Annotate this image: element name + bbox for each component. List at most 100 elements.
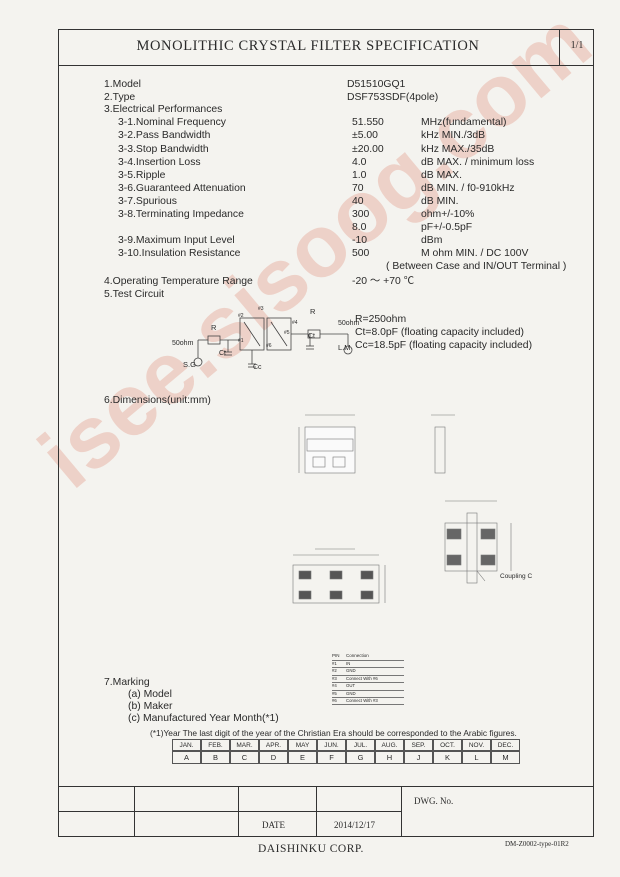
mark-a: (a) Model [128,689,172,700]
code-row: A B C D E F G H J K L M [172,751,520,764]
code-cell: J [404,751,433,764]
test-label: 5.Test Circuit [104,289,165,300]
p8-val: 300 [352,209,370,220]
p10-unit: M ohm MIN. / DC 100V [421,248,529,259]
dim-label: 6.Dimensions(unit:mm) [104,395,211,406]
code-cell: H [375,751,404,764]
p8b-unit: pF+/-0.5pF [421,222,473,233]
p3-unit: kHz MAX./35dB [421,144,495,155]
p7-val: 40 [352,196,364,207]
circuit-pin4: #4 [292,320,298,326]
month-cell: FEB. [201,739,230,751]
month-row: JAN. FEB. MAR. APR. MAY JUN. JUL. AUG. S… [172,739,520,751]
ct-note: Ct=8.0pF (floating capacity included) [355,327,524,338]
circuit-src-ohm: 50ohm [172,340,194,347]
circuit-r-right: R [310,307,316,316]
marking-label: 7.Marking [104,677,150,688]
month-cell: OCT. [433,739,462,751]
cc-note: Cc=18.5pF (floating capacity included) [355,340,533,351]
code-cell: G [346,751,375,764]
month-table: JAN. FEB. MAR. APR. MAY JUN. JUL. AUG. S… [172,739,520,764]
p4-val: 4.0 [352,157,367,168]
p2-label: 3-2.Pass Bandwidth [118,130,211,141]
pin-table-header: PIN Connection [332,653,404,661]
date-value: 2014/12/17 [334,820,376,830]
p9-val: -10 [352,235,368,246]
month-cell: JUL. [346,739,375,751]
p9-label: 3-9.Maximum Input Level [118,235,235,246]
month-cell: JAN. [172,739,201,751]
temp-label: 4.Operating Temperature Range [104,276,253,287]
code-cell: C [230,751,259,764]
model-value: D51510GQ1 [347,79,406,90]
month-cell: SEP. [404,739,433,751]
circuit-pin1: #1 [238,338,244,344]
temp-value: -20 ～ +70 ℃ [352,276,415,287]
dimensions-drawing [292,414,512,604]
p1-label: 3-1.Nominal Frequency [118,117,226,128]
circuit-r-left: R [211,323,217,332]
circuit-cc: Cc [253,364,262,371]
month-cell: DEC. [491,739,520,751]
type-value: DSF753SDF(4pole) [347,92,439,103]
circuit-pin3: #3 [258,306,264,312]
p6-label: 3-6.Guaranteed Attenuation [118,183,246,194]
month-cell: MAR. [230,739,259,751]
p10-label: 3-10.Insulation Resistance [118,248,241,259]
p8-unit: ohm+/-10% [421,209,475,220]
p10-val: 500 [352,248,370,259]
p7-label: 3-7.Spurious [118,196,177,207]
code-cell: F [317,751,346,764]
mark-c: (c) Manufactured Year Month(*1) [128,713,279,724]
code-cell: D [259,751,288,764]
circuit-load-ohm: 50ohm [338,320,360,327]
code-cell: B [201,751,230,764]
p5-val: 1.0 [352,170,367,181]
type-label: 2.Type [104,92,136,103]
month-cell: NOV. [462,739,491,751]
elec-label: 3.Electrical Performances [104,104,223,115]
p5-unit: dB MAX. [421,170,462,181]
p6-unit: dB MIN. / f0-910kHz [421,183,515,194]
circuit-pin6: #6 [266,343,272,349]
p2-unit: kHz MIN./3dB [421,130,486,141]
p5-label: 3-5.Ripple [118,170,166,181]
p6-val: 70 [352,183,364,194]
circuit-ct-right: Ct [308,333,315,340]
code-cell: E [288,751,317,764]
p8b-val: 8.0 [352,222,367,233]
month-cell: JUN. [317,739,346,751]
month-cell: MAY [288,739,317,751]
page-title: MONOLITHIC CRYSTAL FILTER SPECIFICATION [136,38,480,54]
model-label: 1.Model [104,79,141,90]
company-name: DAISHINKU CORP. [258,843,364,855]
p9-unit: dBm [421,235,443,246]
p1-val: 51.550 [352,117,384,128]
p2-val: ±5.00 [352,130,378,141]
month-cell: APR. [259,739,288,751]
doc-code: DM-Z0002-type-01R2 [505,840,569,848]
p1-unit: MHz(fundamental) [421,117,507,128]
p7-unit: dB MIN. [421,196,459,207]
year-note: (*1)Year The last digit of the year of t… [150,728,517,738]
dwg-no-label: DWG. No. [414,796,454,806]
coupling-label: Coupling C [500,573,533,580]
p3-val: ±20.00 [352,144,384,155]
code-cell: L [462,751,491,764]
month-cell: AUG. [375,739,404,751]
circuit-sg: S.G [183,360,196,369]
code-cell: M [491,751,520,764]
spec-frame [58,29,594,837]
p4-unit: dB MAX. / minimum loss [421,157,535,168]
test-circuit-diagram [193,317,353,368]
code-cell: K [433,751,462,764]
mark-b: (b) Maker [128,701,173,712]
code-cell: A [172,751,201,764]
page-number: 1/1 [570,40,584,51]
circuit-ct-left: Ct [219,350,226,357]
